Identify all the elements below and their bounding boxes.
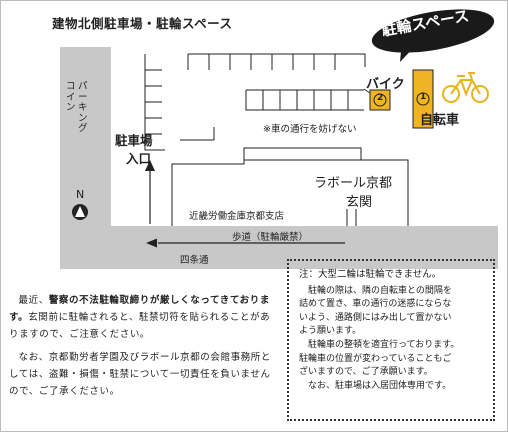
notice-line: よう願います。 <box>299 326 362 337</box>
notice-line: いよう、通路側にはみ出して置かない <box>299 312 452 323</box>
bicycle-icon <box>442 72 489 103</box>
notice-line: 詰めて置き、車の通行の迷惑にならな <box>299 299 452 310</box>
north-label: N <box>76 188 85 201</box>
notice-line: 駐輪の際は、隣の自転車との間隔を <box>308 285 452 296</box>
north-arrow-icon <box>75 206 85 217</box>
bicycle-space-bar <box>412 69 434 129</box>
notice-line: ざいますので、ご了承願います。 <box>299 367 433 378</box>
parking-entrance-label-2: 入口 <box>126 151 152 166</box>
notice-line: なお、駐車場は入居団体専用です。 <box>308 380 452 391</box>
bike-space-bar <box>369 89 391 111</box>
notice-line: 駐輪車の位置が変わっていることもご <box>299 353 452 364</box>
building-entrance-label: 玄関 <box>346 195 373 210</box>
bike-label: バイク <box>366 77 405 92</box>
warning-intro: 最近、 <box>18 295 49 306</box>
bicycle-number-badge <box>416 92 430 106</box>
entrance-arrow <box>145 160 155 224</box>
bicycle-number: 1 <box>420 92 427 102</box>
sidewalk-label: 歩道（駐輪厳禁） <box>232 232 309 243</box>
map-title: 建物北側駐車場・駐輪スペース <box>52 16 233 31</box>
building-outline <box>171 147 409 226</box>
bicycle-label: 自転車 <box>420 113 460 128</box>
street-label: 四条通 <box>180 255 209 266</box>
building-name: ラボール京都 <box>314 176 393 191</box>
bank-name: 近畿労働金庫京都支店 <box>189 211 285 222</box>
sidewalk-arrow <box>146 238 345 248</box>
parking-entrance-label: 駐車場 <box>115 133 153 148</box>
bike-number: 2 <box>377 93 384 103</box>
warning-paragraph-2: なお、京都勤労者学園及びラボール京都の会館事務所としては、盗難・損傷・駐禁につい… <box>9 352 272 397</box>
parking-stalls <box>144 53 366 151</box>
warning-emphasis: 警察の不法駐輪取締りが厳しくなってきております。 <box>9 295 270 323</box>
warning-paragraph-1: 最近、警察の不法駐輪取締りが厳しくなってきております。玄関前に駐輪されると、駐禁… <box>9 292 272 343</box>
bike-number-badge <box>373 93 387 107</box>
coin-parking-label: コイン <box>66 81 76 113</box>
shijo-street-road <box>60 226 498 269</box>
notice-heading: 注：大型二輪は駐輪できません。 <box>299 269 442 280</box>
warning-text: 最近、警察の不法駐輪取締りが厳しくなってきております。玄関前に駐輪されると、駐禁… <box>9 292 272 400</box>
no-blocking-note: ※車の通行を妨げない <box>263 124 357 135</box>
bicycle-space-bubble <box>371 9 495 62</box>
coin-parking-label-2: パーキング <box>78 81 88 134</box>
notice-box: 注：大型二輪は駐輪できません。 駐輪の際は、隣の自転車との間隔を 詰めて置き、車… <box>287 259 495 421</box>
notice-line: 駐輪車の整頓を適宜行っております。 <box>308 339 460 350</box>
warning-rest: 玄関前に駐輪されると、駐禁切符を貼られることがありますので、ご注意ください。 <box>9 312 271 340</box>
